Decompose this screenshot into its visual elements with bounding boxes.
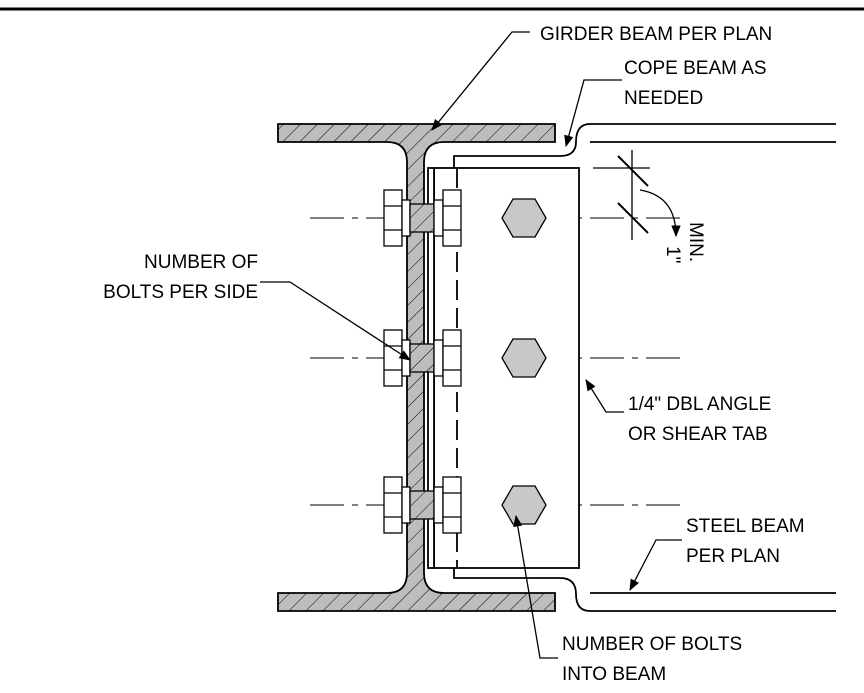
girder-bolt-1 <box>383 189 462 247</box>
dim-min-label: MIN. <box>685 222 706 262</box>
dim-inch-label: 1" <box>662 246 683 263</box>
steel-beam-label-line2: PER PLAN <box>686 546 780 567</box>
cope-label-line2: NEEDED <box>624 88 703 109</box>
bolts-beam-label-line1: NUMBER OF BOLTS <box>562 634 742 655</box>
bolts-side-label-line2: BOLTS PER SIDE <box>103 282 258 303</box>
cope-label-line1: COPE BEAM AS <box>624 58 767 79</box>
leader-arrow-icon <box>629 539 682 592</box>
edge-distance-dimension <box>593 150 681 240</box>
leader-arrow-icon <box>585 379 624 413</box>
girder-bolt-3 <box>383 476 462 534</box>
leader-arrow-icon <box>431 31 530 131</box>
leader-arrow-icon <box>564 79 622 148</box>
leaders <box>260 31 682 659</box>
leader-arrow-icon <box>513 514 558 659</box>
girder-bolt-group <box>383 189 462 534</box>
bolts-side-label-line1: NUMBER OF <box>144 252 258 273</box>
angle-label-line1: 1/4" DBL ANGLE <box>628 394 771 415</box>
steel-beam-label-line1: STEEL BEAM <box>686 516 805 537</box>
girder-label: GIRDER BEAM PER PLAN <box>540 24 772 45</box>
angle-label-line2: OR SHEAR TAB <box>628 424 768 445</box>
girder-bolt-2 <box>383 329 462 387</box>
leader-arrow-icon <box>260 281 411 361</box>
bolts-beam-label-line2: INTO BEAM <box>562 664 666 685</box>
